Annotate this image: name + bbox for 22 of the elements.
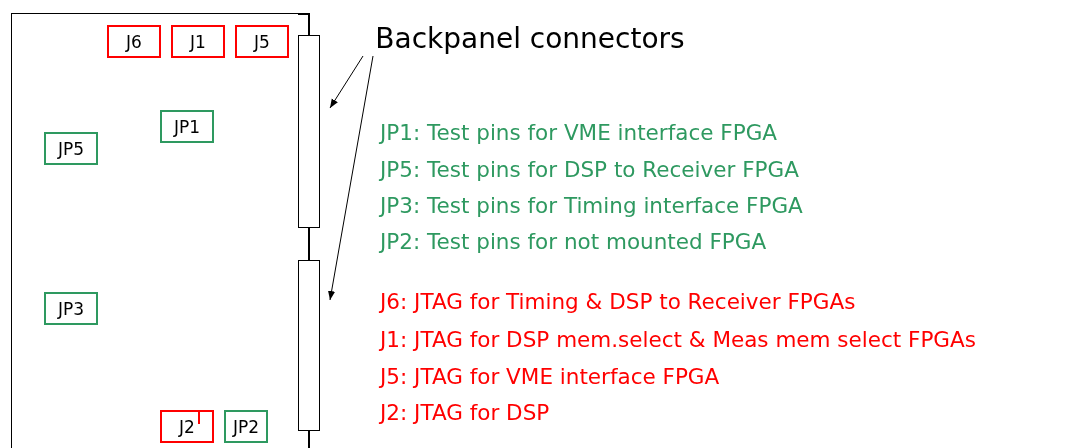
jtag-header-box: J2 [160, 410, 214, 443]
test-pin-box: JP2 [224, 410, 268, 443]
note-text: J2: JTAG for DSP [380, 400, 550, 426]
test-pin-box: JP3 [44, 292, 98, 325]
callout-text: Backpanel connectors [370, 22, 690, 62]
note-text: J1: JTAG for DSP mem.select & Meas mem select FPGAs [380, 327, 976, 353]
jtag-header-box: J5 [235, 25, 289, 58]
backpanel-connector [298, 35, 320, 228]
circuit-board-outline [11, 13, 298, 448]
note-text: JP5: Test pins for DSP to Receiver FPGA [380, 157, 799, 183]
note-text: JP1: Test pins for VME interface FPGA [380, 120, 777, 146]
note-text: JP2: Test pins for not mounted FPGA [380, 229, 767, 255]
arrow [329, 55, 364, 109]
note-text: JP3: Test pins for Timing interface FPGA [380, 193, 803, 219]
test-pin-box: JP5 [44, 132, 98, 165]
note-text: J5: JTAG for VME interface FPGA [380, 364, 720, 390]
arrow [328, 55, 374, 301]
test-pin-box: JP1 [160, 110, 214, 143]
note-text: J6: JTAG for Timing & DSP to Receiver FPGAs [380, 289, 856, 315]
backpanel-connector [298, 260, 320, 431]
jtag-header-box: J6 [107, 25, 161, 58]
jtag-header-box: J1 [171, 25, 225, 58]
